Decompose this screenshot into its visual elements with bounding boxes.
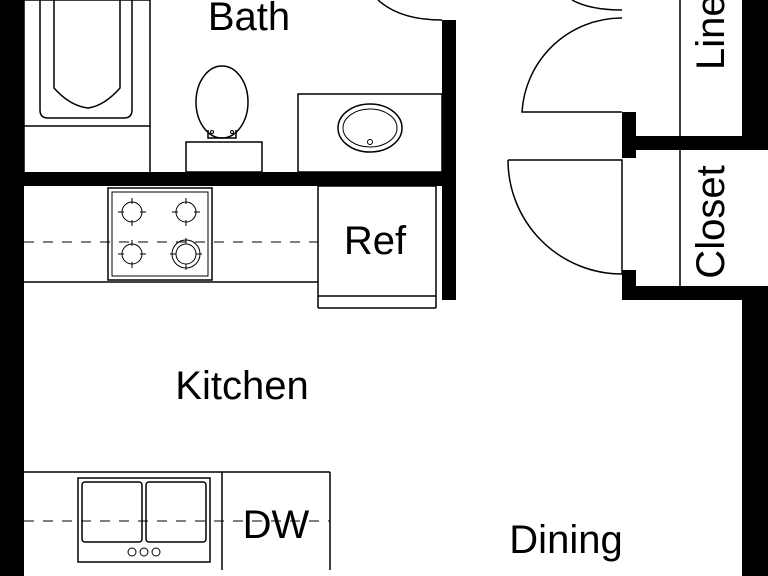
burner <box>118 198 146 226</box>
burner <box>172 198 200 226</box>
burner <box>118 240 146 268</box>
closet-divider-wall <box>622 136 768 150</box>
dining-label: Dining <box>509 518 622 562</box>
lower-counter <box>24 471 331 570</box>
kitchen-sink <box>77 477 211 563</box>
bath-sink <box>297 93 443 173</box>
closet-bottom-wall <box>622 286 768 300</box>
toilet <box>185 65 263 173</box>
refrigerator-label: Ref <box>344 219 407 263</box>
right-exterior-wall-lower <box>742 300 768 576</box>
burner <box>170 238 202 270</box>
bath-right-wall <box>442 20 456 186</box>
dishwasher-label: DW <box>243 503 310 547</box>
bath-door-swing <box>377 0 443 21</box>
kitchen-right-stub-wall <box>442 186 456 300</box>
upper-counter <box>24 241 318 283</box>
door-swings <box>377 0 681 286</box>
linen-label: Linen <box>689 0 733 70</box>
bath-kitchen-partition-wall <box>0 172 456 186</box>
bath-label: Bath <box>208 0 290 39</box>
stove <box>107 187 213 281</box>
closet-label: Closet <box>689 165 733 278</box>
right-exterior-wall-upper <box>742 0 768 136</box>
left-exterior-wall <box>0 0 24 576</box>
refrigerator: Ref <box>317 185 437 309</box>
bathtub <box>23 0 151 127</box>
kitchen-label: Kitchen <box>175 364 308 408</box>
linen-door-swing <box>521 17 622 113</box>
closet-door-swing <box>507 159 623 275</box>
linen-door-swing-top <box>571 0 623 11</box>
closet-left-wall-upper <box>622 112 636 158</box>
